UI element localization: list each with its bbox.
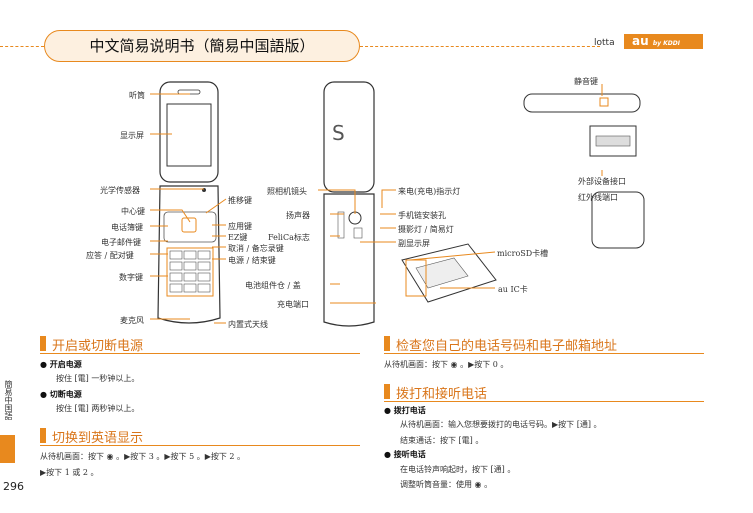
- label-nav-key: 推移键: [228, 196, 252, 205]
- end-call-text: 结束通话：按下 [電] 。: [400, 436, 484, 445]
- answer-call-text: 在电话铃声响起时，按下 [通] 。: [400, 465, 516, 474]
- label-led: 来电(充电)指示灯: [398, 187, 461, 196]
- side-tab-label: 簡易中国語: [4, 380, 13, 420]
- label-mail-key: 电子邮件键: [101, 238, 141, 247]
- section-marker-power: [40, 336, 46, 351]
- label-cancel-key: 取消 / 备忘录键: [228, 244, 284, 253]
- make-call-text: 从待机画面：输入您想要拨打的电话号码。▶按下 [通] 。: [400, 420, 602, 429]
- section-rule-check: [384, 353, 704, 354]
- section-title-english: 切换到英语显示: [52, 431, 144, 446]
- label-answer-key: 应答 / 配对键: [86, 251, 134, 260]
- side-tab: [0, 435, 15, 463]
- answer-call-title: 接听电话: [393, 450, 426, 459]
- power-on-text: 按住 [電] 一秒钟以上。: [56, 374, 140, 383]
- label-ext-port: 外部设备接口: [578, 177, 626, 186]
- section-rule-power: [40, 353, 360, 354]
- label-microsd: microSD卡槽: [497, 249, 549, 258]
- volume-text: 调整听筒音量：使用 ◉ 。: [400, 480, 493, 489]
- check-text: 从待机画面：按下 ◉ 。▶按下 0 。: [384, 360, 509, 369]
- brand-name: lotta: [594, 38, 615, 48]
- au-logo: au by KDDI: [624, 34, 703, 49]
- phone-front-illustration: [157, 81, 221, 324]
- label-felica: FeliCa标志: [268, 233, 310, 242]
- page-title: 中文简易说明书（簡易中国語版）: [89, 37, 315, 55]
- phone-side-illustration: [523, 93, 641, 157]
- section-title-power: 开启或切断电源: [52, 339, 144, 354]
- label-strap: 手机链安装孔: [398, 211, 446, 220]
- label-light-sensor: 光学传感器: [100, 186, 140, 195]
- english-line-1: 从待机画面：按下 ◉ 。▶按下 3 。▶按下 5 。▶按下 2 。: [40, 452, 246, 461]
- section-marker-call: [384, 384, 390, 399]
- label-number-keys: 数字键: [119, 273, 143, 282]
- power-off-text: 按住 [電] 两秒钟以上。: [56, 404, 140, 413]
- label-au-ic: au IC卡: [498, 285, 528, 294]
- label-silent-key: 静音键: [574, 77, 598, 86]
- svg-text:S: S: [332, 121, 345, 145]
- label-charge-port: 充电端口: [277, 300, 309, 309]
- phone-back-illustration: S: [323, 81, 375, 327]
- label-display: 显示屏: [120, 131, 144, 140]
- section-marker-check: [384, 336, 390, 351]
- label-photo-light: 摄影灯 / 简易灯: [398, 225, 454, 234]
- label-ez-key: EZ键: [228, 233, 248, 242]
- label-earpiece: 听筒: [129, 91, 145, 100]
- section-title-call: 拨打和接听电话: [396, 387, 488, 402]
- section-marker-english: [40, 428, 46, 443]
- logo-sub: by KDDI: [652, 40, 680, 47]
- section-rule-call: [384, 401, 704, 402]
- bullet-power-on: ● 开启电源: [40, 360, 82, 369]
- logo-text: au: [632, 34, 649, 48]
- label-ir-port: 红外线端口: [578, 193, 618, 202]
- label-sub-display: 副显示屏: [398, 239, 430, 248]
- page-number: 296: [3, 480, 24, 493]
- label-center-key: 中心键: [121, 207, 145, 216]
- title-divider-left: [0, 46, 44, 47]
- bullet-answer-call: ● 接听电话: [384, 450, 426, 459]
- make-call-title: 拨打电话: [393, 406, 426, 415]
- label-battery: 电池组件仓 / 盖: [245, 281, 301, 290]
- label-camera: 照相机镜头: [267, 187, 307, 196]
- label-power-key: 电源 / 结束键: [228, 256, 276, 265]
- bullet-power-off: ● 切断电源: [40, 390, 82, 399]
- label-speaker: 扬声器: [286, 211, 310, 220]
- english-line-2: ▶按下 1 或 2 。: [40, 468, 99, 477]
- bullet-make-call: ● 拨打电话: [384, 406, 426, 415]
- phone-bottom-illustration: [591, 191, 645, 249]
- label-app-key: 应用键: [228, 222, 252, 231]
- title-box: [44, 30, 360, 62]
- label-microphone: 麦克风: [120, 316, 144, 325]
- title-divider-right: [360, 46, 600, 47]
- power-off-title: 切断电源: [49, 390, 82, 399]
- section-title-check: 检查您自己的电话号码和电子邮箱地址: [396, 339, 618, 354]
- label-phonebook-key: 电话簿键: [111, 223, 143, 232]
- power-on-title: 开启电源: [49, 360, 82, 369]
- section-rule-english: [40, 445, 360, 446]
- label-antenna: 内置式天线: [228, 320, 268, 329]
